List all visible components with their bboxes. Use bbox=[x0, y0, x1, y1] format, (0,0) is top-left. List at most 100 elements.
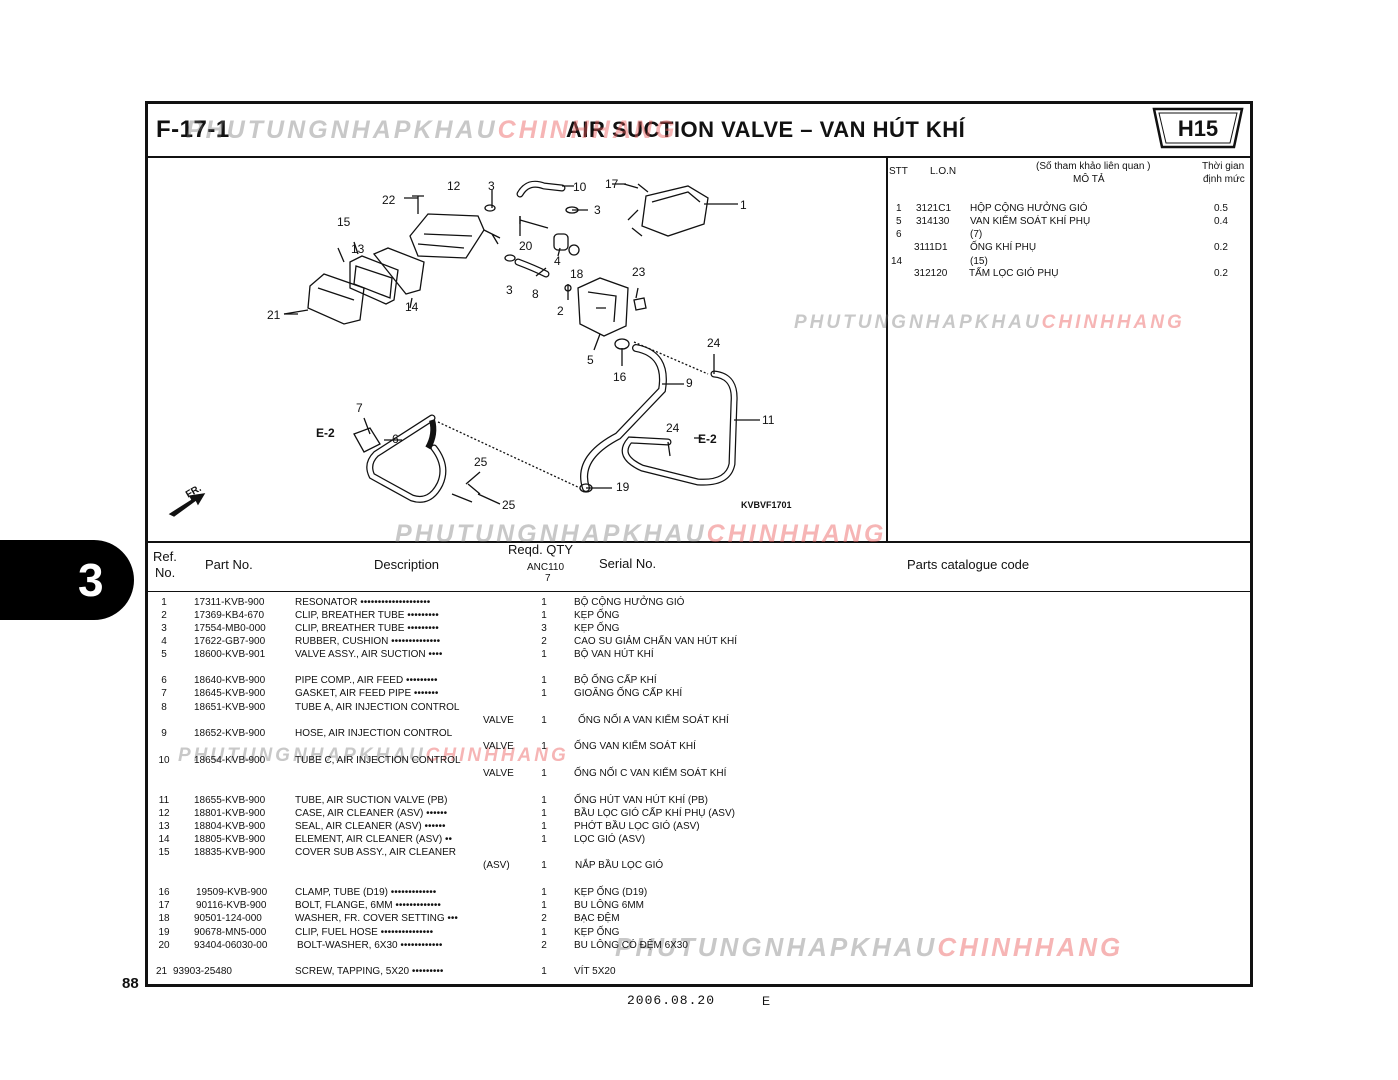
watermark-bottom: PHUTUNGNHAPKHAUCHINHHANG bbox=[615, 932, 1124, 962]
labor-row-lon: 312120 bbox=[914, 268, 948, 279]
callout-4: 4 bbox=[554, 254, 561, 268]
ref-e2-left: E-2 bbox=[316, 426, 335, 440]
labor-row-time: 0.5 bbox=[1214, 203, 1228, 214]
labor-row-desc: (7) bbox=[970, 229, 983, 240]
section-tab bbox=[0, 540, 134, 620]
title-bar bbox=[145, 101, 1253, 158]
labor-row-stt: 6 bbox=[896, 229, 902, 240]
element-14-shape bbox=[372, 247, 425, 295]
page-title: AIR SUCTION VALVE – VAN HÚT KHÍ bbox=[566, 117, 966, 142]
air-cleaner-case-shape bbox=[409, 213, 485, 259]
labor-row-stt: 5 bbox=[896, 216, 902, 227]
callout-2: 2 bbox=[557, 304, 564, 318]
watermark-table: PHUTUNGNHAPKHAUCHINHHANG bbox=[178, 745, 569, 766]
callout-13: 13 bbox=[351, 242, 365, 256]
col-ref-bottom: No. bbox=[155, 565, 176, 580]
labor-row-time: 0.2 bbox=[1214, 242, 1228, 253]
watermark-mid: PHUTUNGNHAPKHAUCHINHHANG bbox=[794, 312, 1185, 333]
callout-17: 17 bbox=[605, 177, 619, 191]
labor-col-desc-top: (Số tham khảo liên quan ) bbox=[1036, 161, 1151, 172]
desc-continuation: VALVE bbox=[483, 715, 514, 726]
table-top-rule bbox=[145, 541, 1253, 543]
cover-15-shape bbox=[307, 273, 365, 325]
callout-5: 5 bbox=[587, 353, 594, 367]
callout-3: 3 bbox=[488, 179, 495, 193]
col-model-sub: 7 bbox=[545, 573, 551, 584]
callout-23: 23 bbox=[632, 265, 646, 279]
callout-1: 1 bbox=[740, 198, 747, 212]
table-header-rule bbox=[145, 591, 1253, 592]
callout-9: 9 bbox=[686, 376, 693, 390]
labor-col-time-top: Thời gian bbox=[1202, 161, 1245, 172]
edition-mark: E bbox=[762, 994, 771, 1008]
resonator-shape bbox=[641, 185, 709, 237]
callout-24b: 24 bbox=[666, 421, 680, 435]
page-number: 88 bbox=[122, 975, 139, 992]
labor-row-time: 0.2 bbox=[1214, 268, 1228, 279]
watermark-center: PHUTUNGNHAPKHAUCHINHHANG bbox=[395, 520, 887, 548]
col-serial: Serial No. bbox=[599, 556, 657, 571]
labor-row-desc: ỐNG KHÍ PHỤ bbox=[970, 242, 1037, 253]
callout-24: 24 bbox=[707, 336, 721, 350]
callout-16: 16 bbox=[613, 370, 627, 384]
seal-13-shape bbox=[349, 255, 399, 305]
callout-25b: 25 bbox=[502, 498, 516, 512]
valve-assy-shape bbox=[577, 277, 629, 337]
callout-22: 22 bbox=[382, 193, 396, 207]
desc-continuation: (ASV) bbox=[483, 860, 510, 871]
callout-12: 12 bbox=[447, 179, 461, 193]
col-ref-top: Ref. bbox=[153, 549, 177, 564]
callout-3b: 3 bbox=[594, 203, 601, 217]
labor-row-stt: 14 bbox=[891, 256, 903, 267]
figure-id: KVBVF1701 bbox=[741, 500, 792, 510]
labor-row-desc: (15) bbox=[970, 256, 988, 267]
labor-row-lon: 3111D1 bbox=[914, 242, 948, 253]
callout-3c: 3 bbox=[506, 283, 513, 297]
callout-10: 10 bbox=[573, 180, 587, 194]
exploded-parts-diagram: 1 2 3 3 3 4 5 6 7 8 9 10 11 12 13 14 15 … bbox=[168, 177, 792, 517]
labor-col-desc: MÔ TẢ bbox=[1073, 174, 1105, 185]
callout-11: 11 bbox=[762, 413, 775, 427]
labor-row-stt: 1 bbox=[896, 203, 902, 214]
labor-row-desc: VAN KIỂM SOÁT KHÍ PHỤ bbox=[970, 216, 1091, 227]
ref-e2-right: E-2 bbox=[698, 432, 717, 446]
col-part-no: Part No. bbox=[205, 557, 253, 572]
section-tab-number: 3 bbox=[78, 554, 104, 606]
col-catalogue: Parts catalogue code bbox=[907, 557, 1030, 572]
watermark-top: PHUTUNGNHAPKHAUCHINHHANG bbox=[186, 116, 678, 144]
col-description: Description bbox=[374, 557, 440, 572]
col-reqd-qty: Reqd. QTY bbox=[508, 542, 574, 557]
desc-continuation: VALVE bbox=[483, 741, 514, 752]
labor-row-desc: HỘP CỘNG HƯỞNG GIÓ bbox=[970, 203, 1088, 214]
callout-7: 7 bbox=[356, 401, 363, 415]
desc-continuation: VALVE bbox=[483, 768, 514, 779]
labor-row-desc: TẤM LỌC GIÓ PHỤ bbox=[969, 268, 1059, 279]
front-arrow-shape bbox=[168, 493, 206, 517]
section-code: F-17-1 bbox=[156, 116, 230, 143]
model-badge-frame bbox=[1152, 107, 1244, 149]
page-frame bbox=[145, 101, 1253, 987]
labor-row-lon: 314130 bbox=[916, 216, 950, 227]
